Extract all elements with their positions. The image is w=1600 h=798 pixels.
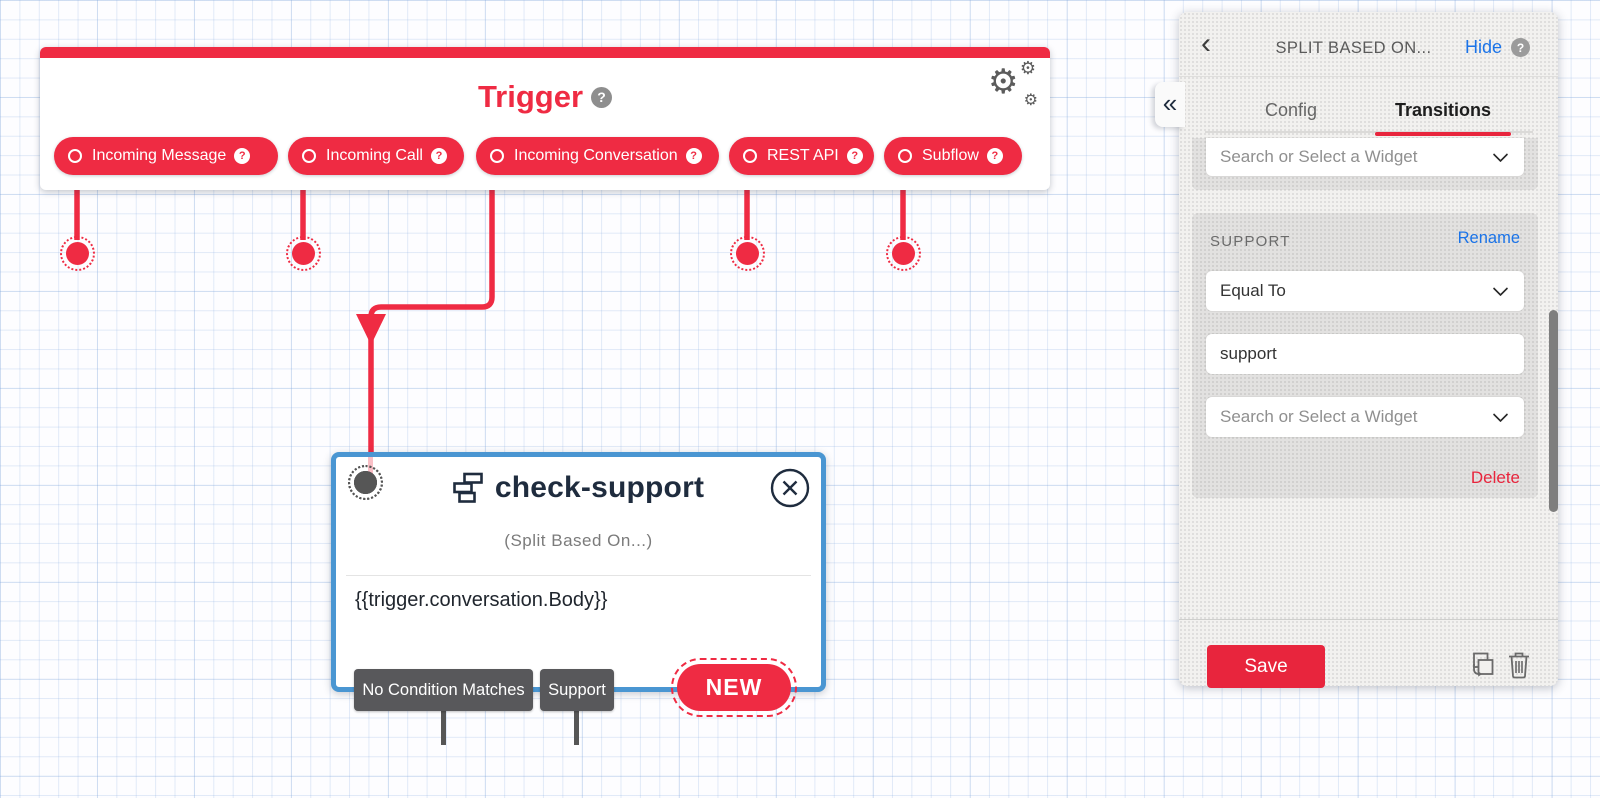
transition-stem	[441, 711, 446, 745]
collapse-panel-button[interactable]: «	[1155, 82, 1185, 127]
trigger-port-incoming-message[interactable]	[59, 235, 95, 271]
trigger-help-icon[interactable]: ?	[591, 86, 613, 108]
connector-arrowhead-icon	[356, 314, 386, 345]
port-ring-icon	[68, 149, 82, 163]
back-icon[interactable]: ‹	[1201, 27, 1211, 60]
trigger-pill-subflow[interactable]: Subflow ?	[884, 137, 1022, 175]
port-ring-icon	[898, 149, 912, 163]
chevron-down-icon	[1492, 280, 1509, 297]
panel-header: ‹ SPLIT BASED ON... Hide ?	[1179, 12, 1558, 76]
port-ring-icon	[490, 149, 504, 163]
condition-name-label: SUPPORT	[1210, 233, 1291, 250]
divider	[1179, 619, 1558, 620]
tab-transitions[interactable]: Transitions	[1375, 100, 1512, 136]
port-ring-icon	[743, 149, 757, 163]
trigger-settings-gears-icon[interactable]: ⚙ ⚙ ⚙	[988, 58, 1038, 109]
transition-source-section: Search or Select a Widget	[1192, 138, 1538, 190]
transition-stem	[574, 711, 579, 745]
delete-widget-icon[interactable]	[1504, 650, 1534, 680]
help-icon[interactable]: ?	[685, 148, 702, 164]
divider	[1179, 76, 1558, 77]
output-port-support[interactable]	[348, 465, 383, 500]
condition-section-support: SUPPORT Rename Equal To Search or Select…	[1192, 213, 1538, 498]
trigger-accent-bar	[40, 47, 1050, 58]
help-icon[interactable]: ?	[846, 148, 863, 164]
trigger-pill-incoming-conversation[interactable]: Incoming Conversation ?	[476, 137, 719, 175]
operator-select[interactable]: Equal To	[1206, 271, 1524, 311]
tab-config[interactable]: Config	[1265, 100, 1318, 120]
panel-scrollbar[interactable]	[1549, 310, 1558, 512]
save-button[interactable]: Save	[1207, 645, 1325, 688]
help-icon[interactable]: ?	[430, 148, 447, 164]
close-icon[interactable]	[770, 468, 810, 508]
widget-type-label: (Split Based On...)	[504, 531, 653, 550]
help-icon[interactable]: ?	[986, 148, 1003, 164]
split-widget-check-support[interactable]: check-support (Split Based On...) {{trig…	[331, 452, 826, 745]
trigger-pill-incoming-message[interactable]: Incoming Message ?	[54, 137, 278, 175]
trigger-title: Trigger	[477, 79, 584, 114]
new-transition-button[interactable]: NEW	[671, 658, 797, 717]
port-ring-icon	[302, 149, 316, 163]
next-widget-select[interactable]: Search or Select a Widget	[1206, 397, 1524, 437]
duplicate-widget-icon[interactable]	[1465, 651, 1495, 681]
chevron-down-icon	[1492, 406, 1509, 423]
trigger-pill-incoming-call[interactable]: Incoming Call ?	[288, 137, 464, 175]
trigger-widget[interactable]: Trigger? ⚙ ⚙ ⚙ Incoming Message ? Incomi…	[40, 47, 1050, 190]
trigger-port-incoming-call[interactable]	[285, 235, 321, 271]
transition-no-condition-matches[interactable]: No Condition Matches	[354, 669, 533, 711]
hide-link[interactable]: Hide	[1464, 37, 1502, 57]
panel-tabs: Config Transitions	[1205, 100, 1533, 136]
split-based-on-icon	[453, 472, 483, 503]
collapse-icon: «	[1162, 87, 1178, 118]
condition-value-input[interactable]	[1206, 334, 1524, 374]
rename-link[interactable]: Rename	[1457, 229, 1520, 247]
trigger-pill-rest-api[interactable]: REST API ?	[729, 137, 874, 175]
connector-incoming-conversation	[368, 175, 495, 452]
help-icon[interactable]: ?	[234, 148, 251, 164]
widget-select-dropdown[interactable]: Search or Select a Widget	[1206, 138, 1524, 176]
widget-name: check-support	[494, 471, 705, 504]
widget-divider	[346, 575, 811, 576]
widget-inspector-panel: « ‹ SPLIT BASED ON... Hide ? Config Tran…	[1155, 12, 1558, 688]
panel-title: SPLIT BASED ON...	[1275, 39, 1432, 57]
trigger-port-subflow[interactable]	[885, 235, 921, 271]
chevron-down-icon	[1492, 146, 1509, 163]
widget-test-expression: {{trigger.conversation.Body}}	[355, 589, 608, 611]
delete-condition-link[interactable]: Delete	[1470, 468, 1520, 487]
transition-support[interactable]: Support	[540, 669, 614, 711]
panel-help-icon[interactable]: ?	[1511, 38, 1530, 57]
trigger-port-rest-api[interactable]	[729, 235, 765, 271]
